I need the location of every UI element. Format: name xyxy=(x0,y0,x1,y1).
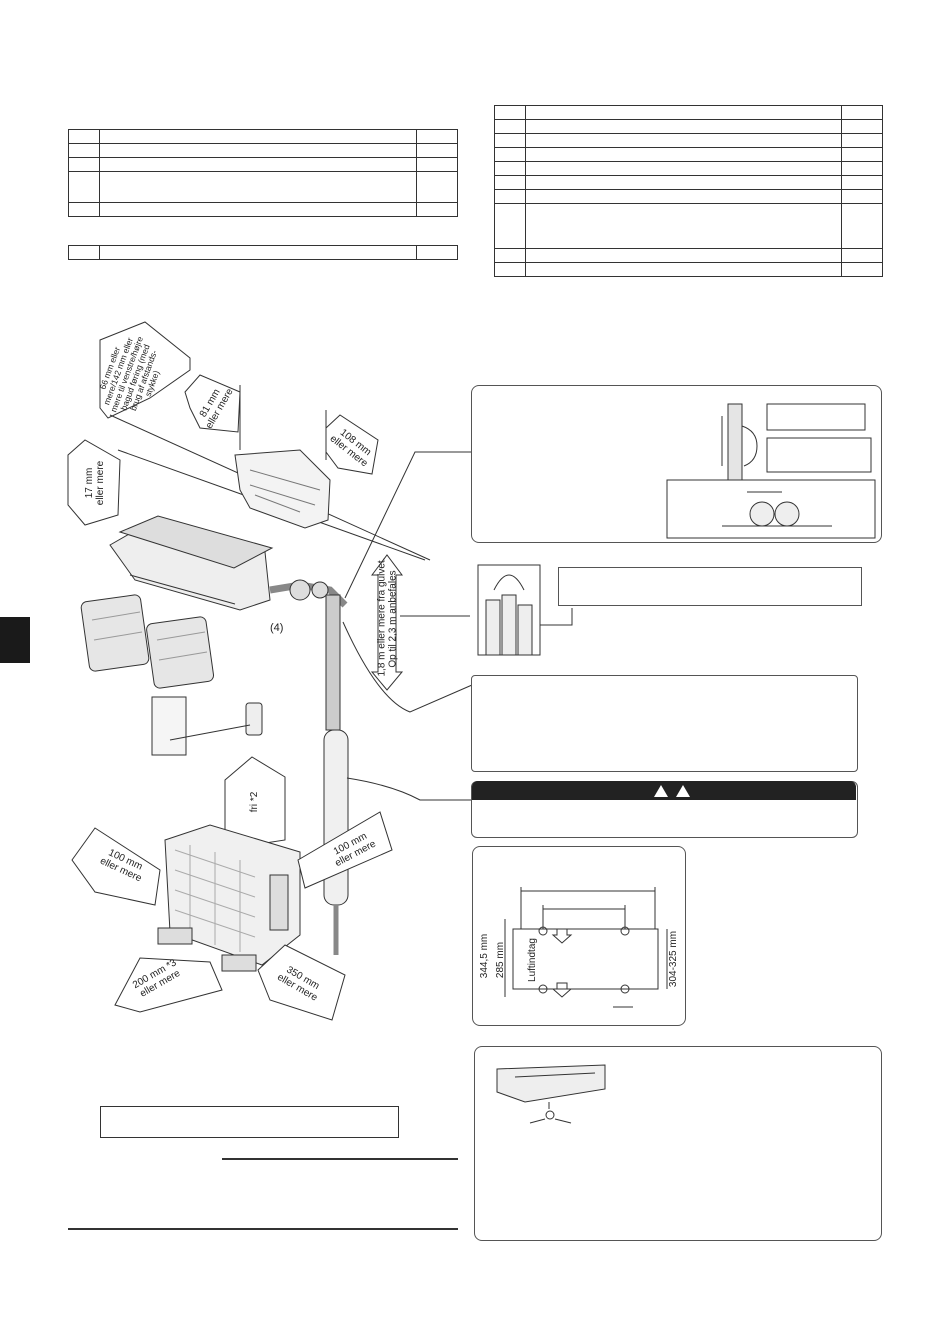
plate-width-inner-label: 285 mm xyxy=(495,941,506,979)
wall-offset-label: 17 mm eller mere xyxy=(84,460,106,506)
outdoor-back-arrow xyxy=(258,945,345,1020)
page-section-tab xyxy=(0,617,30,663)
table-row xyxy=(494,161,883,176)
warning-triangle-icon xyxy=(654,785,668,797)
refrigerant-pipe xyxy=(326,595,340,730)
table-row xyxy=(68,129,458,144)
section-rule-bottom xyxy=(68,1228,458,1230)
parts-table-indoor xyxy=(68,129,458,217)
left-clearance-arrow xyxy=(185,375,240,432)
wall-hole-detail-box xyxy=(471,385,882,543)
floor-height-label: 1,8 m eller mere fra gulvet. Op til 2,3 … xyxy=(376,557,399,677)
electric-hazard-icon xyxy=(676,785,691,797)
floor-height-arrow xyxy=(372,555,402,690)
pipe-wrap-illustration xyxy=(474,560,544,660)
pipe-wrap-note-box xyxy=(558,567,862,606)
plate-height-label: 304-325 mm xyxy=(668,930,679,988)
air-filter xyxy=(80,594,149,672)
pipe-label: (4) xyxy=(270,622,284,634)
air-filter xyxy=(146,616,214,689)
remote-control xyxy=(246,703,262,735)
table-row xyxy=(68,143,458,158)
note-box xyxy=(100,1106,399,1138)
outdoor-mount-detail-box xyxy=(474,1046,882,1241)
warning-header xyxy=(472,781,856,800)
table-row xyxy=(68,171,458,203)
outdoor-right-arrow xyxy=(298,812,392,888)
outdoor-front-arrow xyxy=(115,958,222,1012)
drain-note-box xyxy=(471,675,858,772)
outdoor-top-label: fri *2 xyxy=(249,791,260,813)
mounting-plate xyxy=(235,450,330,528)
table-row xyxy=(494,262,883,277)
parts-table-outdoor xyxy=(494,105,883,277)
pipe-insulation xyxy=(324,730,348,905)
outdoor-left-arrow xyxy=(72,828,160,905)
airflow-label: Luftindtag xyxy=(527,938,538,982)
section-rule xyxy=(222,1158,458,1160)
mounting-plate-dimension-box: 344,5 mm 285 mm Luftindtag 304-325 mm xyxy=(472,846,686,1026)
top-clearance-arrow xyxy=(100,322,190,418)
plate-width-outer-label: 344,5 mm xyxy=(479,933,490,979)
table-row xyxy=(494,175,883,190)
table-row xyxy=(68,202,458,217)
wall-offset-arrow xyxy=(68,440,120,525)
parts-table-remote xyxy=(68,245,458,260)
table-row xyxy=(68,245,458,260)
remote-holder xyxy=(152,697,186,755)
